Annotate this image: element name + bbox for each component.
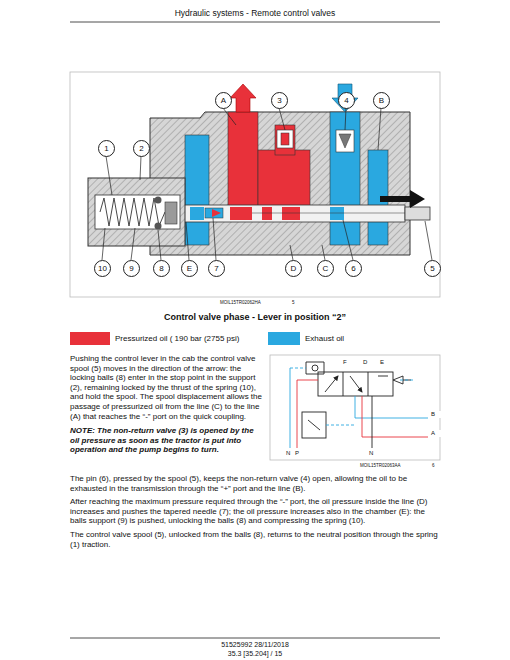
callout-number: A <box>215 92 232 109</box>
legend-text: Exhaust oil <box>305 334 344 344</box>
port-label: D <box>363 359 373 366</box>
callout-number: C <box>317 260 334 277</box>
footer-code: 51525992 28/11/2018 <box>70 641 440 649</box>
callout-number: 3 <box>271 92 288 109</box>
callout-number: D <box>285 260 302 277</box>
callout-number: 7 <box>208 260 225 277</box>
legend-swatch <box>268 332 300 345</box>
figure-number: 6 <box>432 463 442 468</box>
figure-code: MOIL15TR02062HA <box>220 300 290 305</box>
callout-number: 5 <box>424 260 441 277</box>
callout-number: 4 <box>338 92 355 109</box>
callout-number: 6 <box>345 260 362 277</box>
callout-number: 10 <box>94 260 111 277</box>
figure-caption: Control valve phase - Lever in position … <box>70 312 440 323</box>
body-paragraph: After reaching the maximum pressure requ… <box>70 497 442 526</box>
port-label: B <box>431 411 441 418</box>
body-paragraph: The control valve spool (5), unlocked fr… <box>70 530 442 549</box>
callout-number: 1 <box>98 140 115 157</box>
port-label: N <box>369 450 379 457</box>
body-paragraph: Pushing the control lever in the cab the… <box>70 354 262 421</box>
callout-number: 9 <box>123 260 140 277</box>
figure-number: 5 <box>292 300 302 305</box>
callout-number: 2 <box>133 140 150 157</box>
callout-number: E <box>181 260 198 277</box>
port-label: E <box>380 359 390 366</box>
page-number: 35.3 [35.204] / 15 <box>70 650 440 658</box>
page-header: Hydraulic systems - Remote control valve… <box>70 8 440 18</box>
legend-swatch <box>70 332 110 345</box>
body-paragraph: The pin (6), pressed by the spool (5), k… <box>70 474 442 493</box>
port-label: P <box>295 450 305 457</box>
callout-number: B <box>373 92 390 109</box>
legend-text: Pressurized oil ( 190 bar (2755 psi) <box>115 334 240 344</box>
note-text: NOTE: The non-return valve (3) is opened… <box>70 426 262 455</box>
figure-code: MOIL15TR02063AA <box>360 463 430 468</box>
port-label: F <box>343 359 353 366</box>
port-label: A <box>431 430 441 437</box>
callout-number: 8 <box>153 260 170 277</box>
